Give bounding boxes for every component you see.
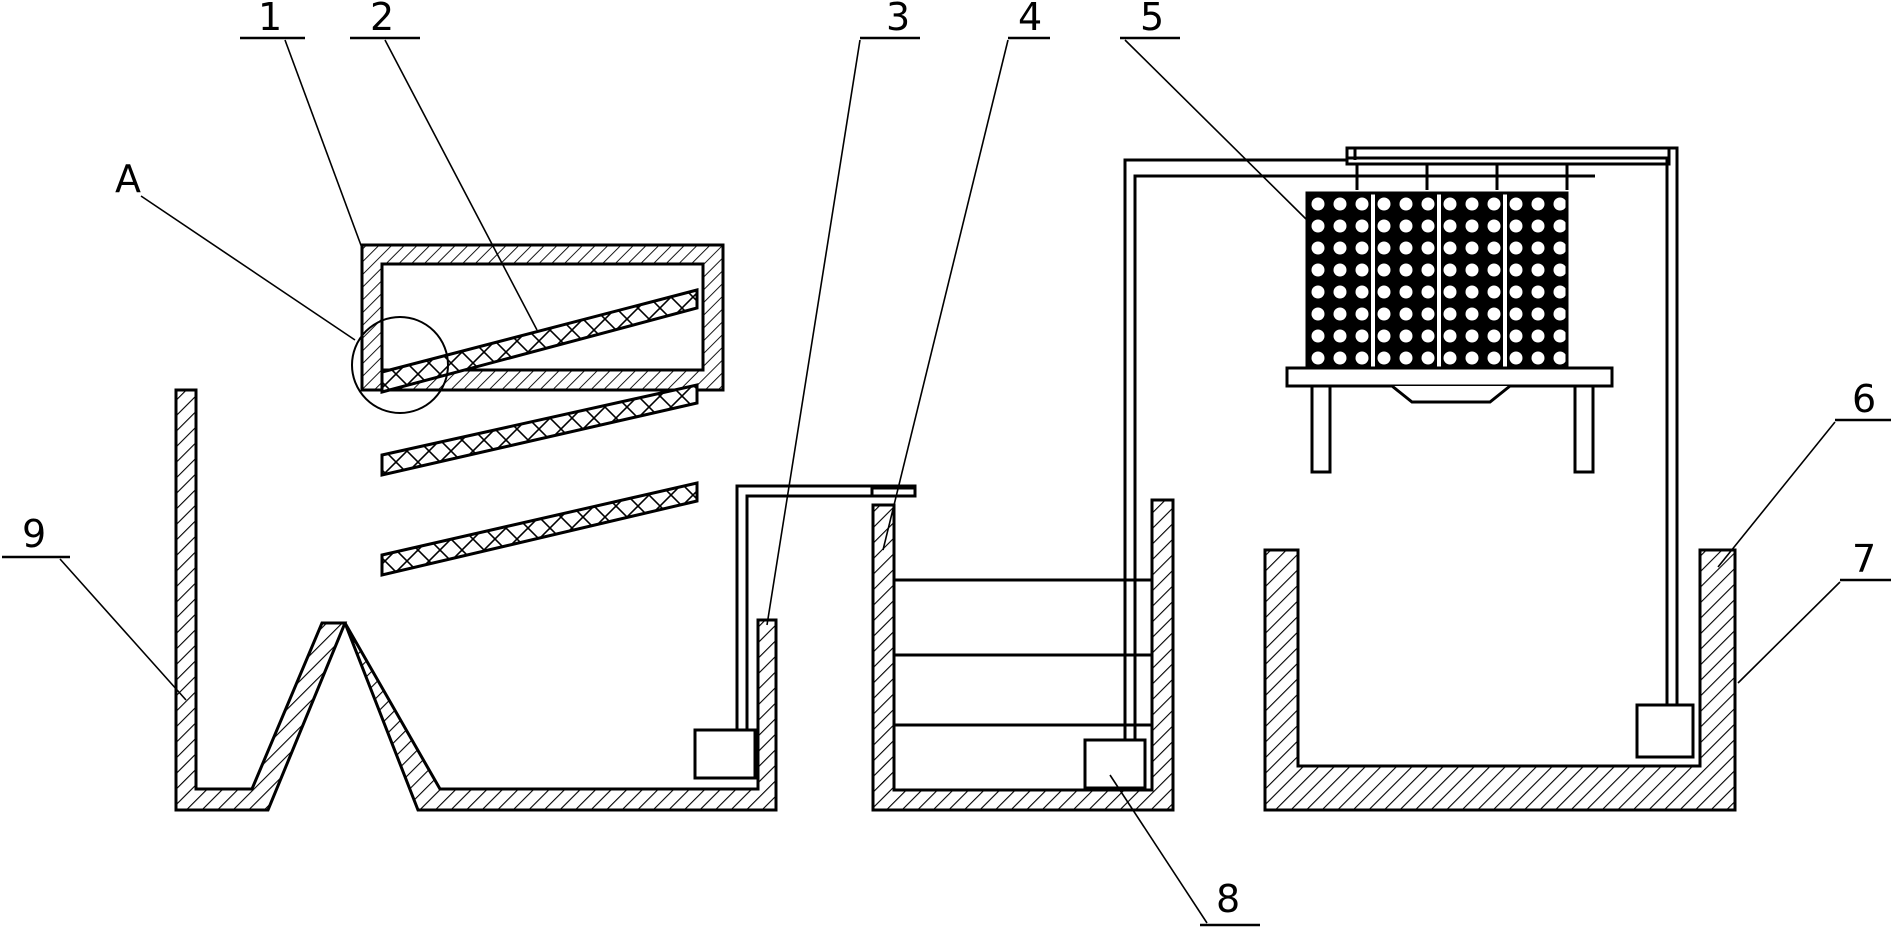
- leader-lines: [2, 36, 1891, 927]
- label-detail-a: A: [115, 157, 141, 201]
- detail-a-circle: [351, 316, 449, 414]
- label-1: 1: [258, 0, 282, 39]
- collection-tank-6-7: [1263, 548, 1737, 812]
- settling-tank-3: [343, 484, 917, 812]
- callout-labels: 1 2 3 4 5 6 7 8 9 A: [22, 0, 1876, 921]
- pump-box-tank6: [1635, 703, 1695, 759]
- pump-box-tank3: [693, 728, 757, 780]
- label-8: 8: [1216, 877, 1240, 921]
- label-2: 2: [370, 0, 394, 39]
- label-3: 3: [886, 0, 910, 39]
- label-7: 7: [1852, 537, 1876, 581]
- label-9: 9: [22, 512, 46, 556]
- label-4: 4: [1018, 0, 1042, 39]
- settling-tank-4: [870, 158, 1595, 812]
- spray-assembly-5: [1285, 146, 1679, 745]
- pump-box-8: [1083, 738, 1147, 790]
- left-trough-9: [174, 388, 348, 812]
- label-6: 6: [1852, 377, 1876, 421]
- sieve-plates-2: [380, 288, 699, 577]
- label-5: 5: [1140, 0, 1164, 39]
